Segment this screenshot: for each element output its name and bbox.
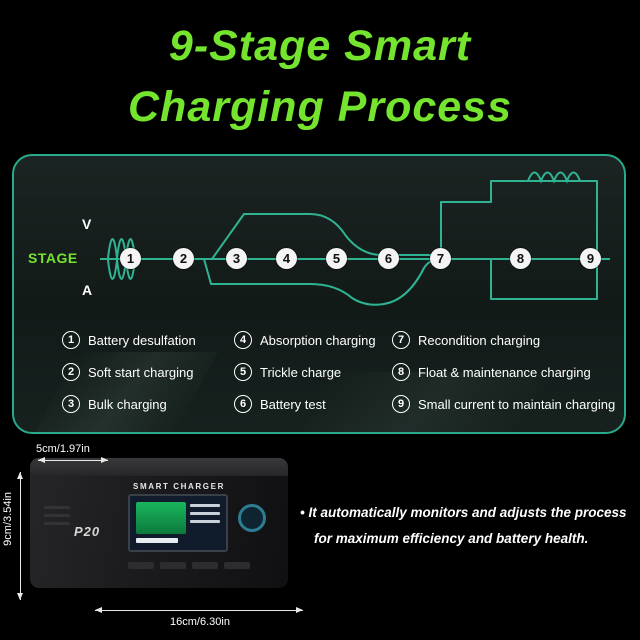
legend-label: Small current to maintain charging <box>418 396 616 412</box>
charging-process-panel: V STAGE A 1 2 3 4 5 6 7 8 9 1 Battery de… <box>12 154 626 434</box>
title-line-1: 9-Stage Smart <box>168 22 472 70</box>
voltage-pulses <box>107 238 136 259</box>
dimension-height-label: 9cm/3.54in <box>2 492 14 546</box>
inductor-coil-icon <box>527 171 581 184</box>
legend-label: Battery test <box>260 396 326 412</box>
legend-label: Float & maintenance charging <box>418 364 591 380</box>
stage-marker: 7 <box>430 248 451 269</box>
dimension-width-label: 16cm/6.30in <box>170 616 230 628</box>
stage-axis-label: STAGE <box>28 250 78 266</box>
legend-item: 6 Battery test <box>234 394 390 414</box>
screen-readout-bar <box>136 538 178 543</box>
feature-note: • It automatically monitors and adjusts … <box>300 500 636 551</box>
legend-item: 4 Absorption charging <box>234 330 390 350</box>
legend-item: 2 Soft start charging <box>62 362 232 382</box>
voltage-axis-label: V <box>82 216 92 232</box>
device-button <box>224 562 250 569</box>
stage-marker: 5 <box>326 248 347 269</box>
legend-number: 7 <box>392 331 410 349</box>
legend-item: 1 Battery desulfation <box>62 330 232 350</box>
device-model-label: P20 <box>74 524 101 539</box>
legend-number: 3 <box>62 395 80 413</box>
legend-label: Absorption charging <box>260 332 376 348</box>
device-vent <box>44 506 70 509</box>
stage-marker: 8 <box>510 248 531 269</box>
legend-number: 5 <box>234 363 252 381</box>
legend-item: 9 Small current to maintain charging <box>392 394 624 414</box>
screen-text-line <box>190 520 220 523</box>
waveform-graphic <box>100 171 610 306</box>
stage-legend: 1 Battery desulfation 4 Absorption charg… <box>62 330 622 414</box>
device-button <box>128 562 154 569</box>
screen-text-line <box>190 512 220 515</box>
legend-label: Trickle charge <box>260 364 342 380</box>
legend-number: 8 <box>392 363 410 381</box>
dimension-depth-label: 5cm/1.97in <box>36 443 90 455</box>
legend-number: 6 <box>234 395 252 413</box>
current-pulses <box>107 259 136 280</box>
stage-marker: 6 <box>378 248 399 269</box>
device-brand-label: SMART CHARGER <box>133 482 225 491</box>
legend-item: 7 Recondition charging <box>392 330 624 350</box>
stage-marker: 3 <box>226 248 247 269</box>
stage-marker: 1 <box>120 248 141 269</box>
screen-text-line <box>190 504 220 507</box>
dimension-height-line <box>17 472 23 600</box>
charger-device: SMART CHARGER P20 <box>30 458 288 588</box>
page-title: 9-Stage Smart Charging Process <box>0 16 640 138</box>
stage-marker: 4 <box>276 248 297 269</box>
device-vent <box>44 522 70 525</box>
legend-item: 3 Bulk charging <box>62 394 232 414</box>
device-button <box>192 562 218 569</box>
device-screen <box>128 494 228 552</box>
legend-label: Battery desulfation <box>88 332 196 348</box>
device-top-face <box>30 458 288 476</box>
legend-label: Soft start charging <box>88 364 194 380</box>
stage-marker: 9 <box>580 248 601 269</box>
voltage-waveform <box>211 180 598 260</box>
stage-badge-icon <box>238 504 266 532</box>
legend-item: 5 Trickle charge <box>234 362 390 382</box>
legend-label: Bulk charging <box>88 396 167 412</box>
legend-item: 8 Float & maintenance charging <box>392 362 624 382</box>
legend-number: 2 <box>62 363 80 381</box>
stage-chart: V STAGE A 1 2 3 4 5 6 7 8 9 <box>14 156 624 326</box>
dimension-depth-line <box>38 457 108 463</box>
screen-battery-graphic <box>136 502 186 534</box>
stage-marker: 2 <box>173 248 194 269</box>
legend-number: 9 <box>392 395 410 413</box>
dimension-width-line <box>95 607 303 613</box>
device-vent <box>44 514 70 517</box>
device-button <box>160 562 186 569</box>
current-waveform <box>203 258 598 306</box>
legend-number: 4 <box>234 331 252 349</box>
title-line-2: Charging Process <box>128 83 512 132</box>
feature-note-line-1: • It automatically monitors and adjusts … <box>300 505 627 520</box>
feature-note-line-2: for maximum efficiency and battery healt… <box>314 530 589 546</box>
current-axis-label: A <box>82 282 93 298</box>
legend-number: 1 <box>62 331 80 349</box>
legend-label: Recondition charging <box>418 332 541 348</box>
